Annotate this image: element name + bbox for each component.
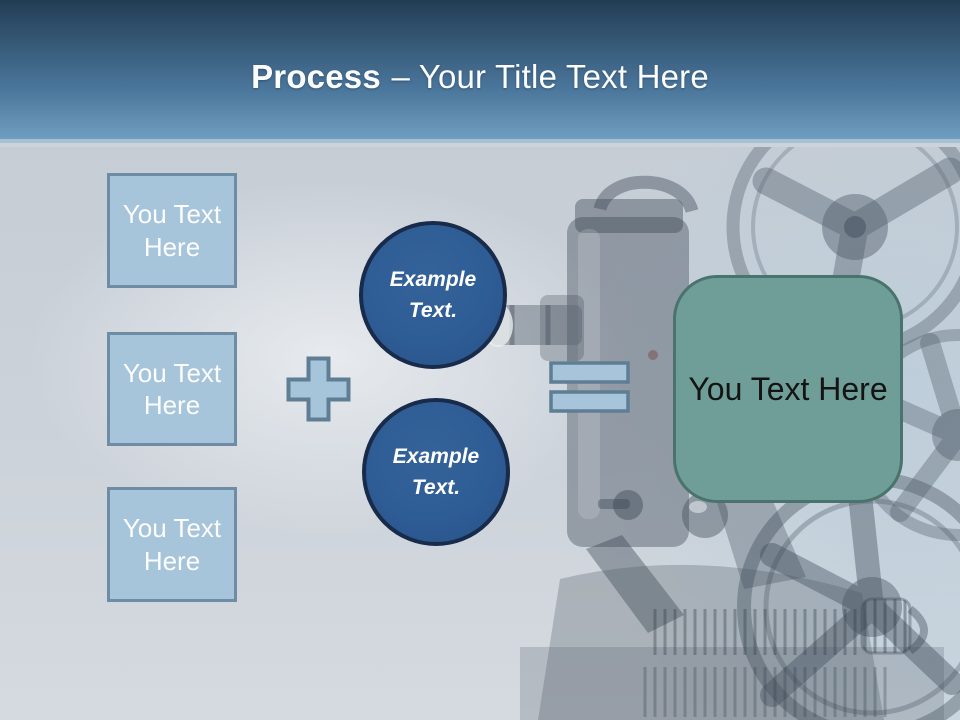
- example-circle-1-label: Example Text.: [389, 267, 477, 323]
- step-box-3[interactable]: You Text Here: [107, 487, 237, 602]
- page-title[interactable]: Process – Your Title Text Here: [251, 44, 709, 96]
- title-subtitle: – Your Title Text Here: [391, 57, 709, 95]
- equals-operator-icon: [549, 361, 630, 413]
- step-box-2-label: You Text Here: [122, 357, 222, 421]
- example-circle-1[interactable]: Example Text.: [359, 221, 507, 369]
- step-box-1-label: You Text Here: [122, 199, 222, 262]
- step-box-3-label: You Text Here: [122, 513, 222, 576]
- example-circle-2[interactable]: Example Text.: [362, 398, 510, 546]
- result-box[interactable]: You Text Here: [673, 275, 903, 503]
- step-box-1[interactable]: You Text Here: [107, 173, 237, 288]
- result-box-label: You Text Here: [688, 370, 888, 407]
- projector-base-vents-icon: [638, 597, 928, 717]
- example-circle-2-label: Example Text.: [392, 444, 480, 500]
- step-box-2[interactable]: You Text Here: [107, 332, 237, 446]
- title-keyword: Process: [251, 57, 381, 95]
- plus-operator-icon: [286, 356, 351, 422]
- slide-header: Process – Your Title Text Here: [0, 0, 960, 143]
